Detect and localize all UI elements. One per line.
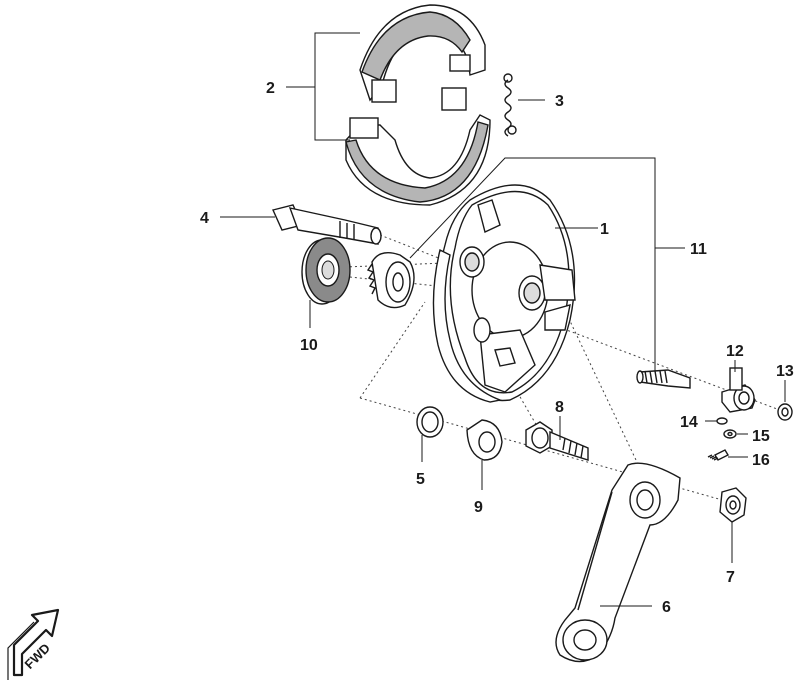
callout-6: 6 — [662, 599, 671, 616]
callout-15: 15 — [752, 428, 770, 445]
brake-panel — [432, 184, 576, 403]
wear-indicator-plate — [466, 419, 503, 461]
callout-1: 1 — [600, 221, 609, 238]
pinion-bushing — [721, 367, 756, 413]
callout-2: 2 — [266, 80, 275, 97]
brake-shoes — [345, 4, 491, 206]
oil-seal — [301, 237, 351, 305]
callout-5: 5 — [416, 471, 425, 488]
callout-numbers: 1 2 3 4 5 6 7 8 9 10 11 12 13 14 15 16 — [200, 80, 794, 616]
flat-washer — [416, 406, 444, 438]
callout-7: 7 — [726, 569, 735, 586]
callout-9: 9 — [474, 499, 483, 516]
leader-lines — [220, 32, 786, 607]
callout-8: 8 — [555, 399, 564, 416]
callout-13: 13 — [776, 363, 794, 380]
pinch-bolt — [525, 421, 589, 461]
callout-3: 3 — [555, 93, 564, 110]
callout-4: 4 — [200, 210, 209, 227]
brake-cam-shaft — [272, 204, 382, 245]
callout-14: 14 — [680, 414, 698, 431]
indicator-gear — [366, 252, 415, 309]
hex-nut — [719, 487, 747, 523]
small-washers — [716, 403, 793, 439]
callout-16: 16 — [752, 452, 770, 469]
callout-12: 12 — [726, 343, 744, 360]
callout-11: 11 — [690, 241, 707, 258]
small-screw — [707, 449, 729, 461]
return-spring — [503, 73, 517, 137]
callout-10: 10 — [300, 337, 318, 354]
fwd-arrow-badge: FWD — [7, 608, 60, 680]
indicator-pinion — [636, 369, 691, 389]
brake-arm — [555, 462, 681, 663]
